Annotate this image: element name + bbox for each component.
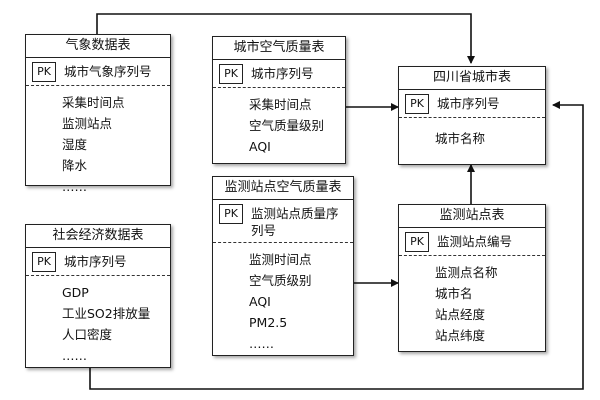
attribute-item: …… <box>249 336 274 351</box>
attribute-item: 采集时间点 <box>249 97 312 112</box>
attribute-list: 监测时间点 空气质级别 AQI PM2.5 …… <box>213 243 353 354</box>
attribute-item: 降水 <box>62 158 88 173</box>
primary-key-row: PK 监测站点质量序列号 <box>213 200 353 242</box>
entity-weather-table: 气象数据表 PK 城市气象序列号 采集时间点 监测站点 湿度 降水 …… <box>25 34 171 194</box>
attribute-list: 监测点名称 城市名 站点经度 站点纬度 <box>399 256 545 346</box>
entity-sichuan-city-table: 四川省城市表 PK 城市序列号 城市名称 <box>398 66 546 165</box>
attribute-item: 站点纬度 <box>435 328 486 343</box>
entity-station-table: 监测站点表 PK 监测站点编号 监测点名称 城市名 站点经度 站点纬度 <box>398 204 546 352</box>
attribute-item: 空气质级别 <box>249 273 312 288</box>
dashed-divider <box>26 275 170 276</box>
attribute-item: …… <box>62 348 87 363</box>
primary-key-label: 城市序列号 <box>437 96 500 111</box>
attribute-item: 城市名称 <box>435 131 486 146</box>
primary-key-row: PK 城市序列号 <box>213 60 345 87</box>
entity-city-air-quality-table: 城市空气质量表 PK 城市序列号 采集时间点 空气质量级别 AQI <box>212 36 346 164</box>
attribute-item: PM2.5 <box>249 315 288 330</box>
entity-title: 城市空气质量表 <box>213 37 345 60</box>
pk-badge: PK <box>32 62 56 82</box>
dashed-divider <box>213 242 353 243</box>
connector-weather-to-city <box>96 13 475 64</box>
entity-title: 监测站点表 <box>399 205 545 228</box>
primary-key-label: 监测站点编号 <box>437 234 513 249</box>
pk-badge: PK <box>405 94 429 114</box>
pk-badge: PK <box>219 204 243 224</box>
attribute-list: 采集时间点 空气质量级别 AQI <box>213 88 345 157</box>
attribute-item: 空气质量级别 <box>249 118 325 133</box>
dashed-divider <box>399 117 545 118</box>
attribute-item: 监测站点 <box>62 116 113 131</box>
pk-badge: PK <box>405 232 429 252</box>
attribute-item: AQI <box>249 139 271 154</box>
primary-key-label: 城市序列号 <box>64 254 127 269</box>
primary-key-row: PK 监测站点编号 <box>399 228 545 255</box>
entity-title: 四川省城市表 <box>399 67 545 90</box>
entity-title: 监测站点空气质量表 <box>213 177 353 200</box>
primary-key-row: PK 城市序列号 <box>399 90 545 117</box>
dashed-divider <box>213 87 345 88</box>
attribute-item: 城市名 <box>435 286 473 301</box>
pk-badge: PK <box>219 64 243 84</box>
attribute-item: …… <box>62 179 87 194</box>
dashed-divider <box>26 85 170 86</box>
pk-badge: PK <box>32 252 56 272</box>
primary-key-label: 城市序列号 <box>251 66 314 81</box>
primary-key-label: 监测站点质量序列号 <box>251 206 339 238</box>
attribute-item: AQI <box>249 294 271 309</box>
connector-socioeconomic-to-city <box>89 101 584 390</box>
dashed-divider <box>399 255 545 256</box>
attribute-item: 监测点名称 <box>435 265 498 280</box>
attribute-item: 监测时间点 <box>249 252 312 267</box>
primary-key-row: PK 城市序列号 <box>26 248 170 275</box>
attribute-item: 站点经度 <box>435 307 486 322</box>
entity-socioeconomic-table: 社会经济数据表 PK 城市序列号 GDP 工业SO2排放量 人口密度 …… <box>25 224 171 368</box>
attribute-list: 城市名称 <box>399 118 545 149</box>
primary-key-label: 城市气象序列号 <box>64 64 152 79</box>
attribute-item: 人口密度 <box>62 327 113 342</box>
primary-key-row: PK 城市气象序列号 <box>26 58 170 85</box>
attribute-item: 工业SO2排放量 <box>62 306 151 321</box>
entity-title: 气象数据表 <box>26 35 170 58</box>
attribute-item: 湿度 <box>62 137 88 152</box>
attribute-list: GDP 工业SO2排放量 人口密度 …… <box>26 276 170 366</box>
entity-station-air-quality-table: 监测站点空气质量表 PK 监测站点质量序列号 监测时间点 空气质级别 AQI P… <box>212 176 354 356</box>
attribute-item: GDP <box>62 285 89 300</box>
entity-title: 社会经济数据表 <box>26 225 170 248</box>
attribute-list: 采集时间点 监测站点 湿度 降水 …… <box>26 86 170 197</box>
attribute-item: 采集时间点 <box>62 95 125 110</box>
